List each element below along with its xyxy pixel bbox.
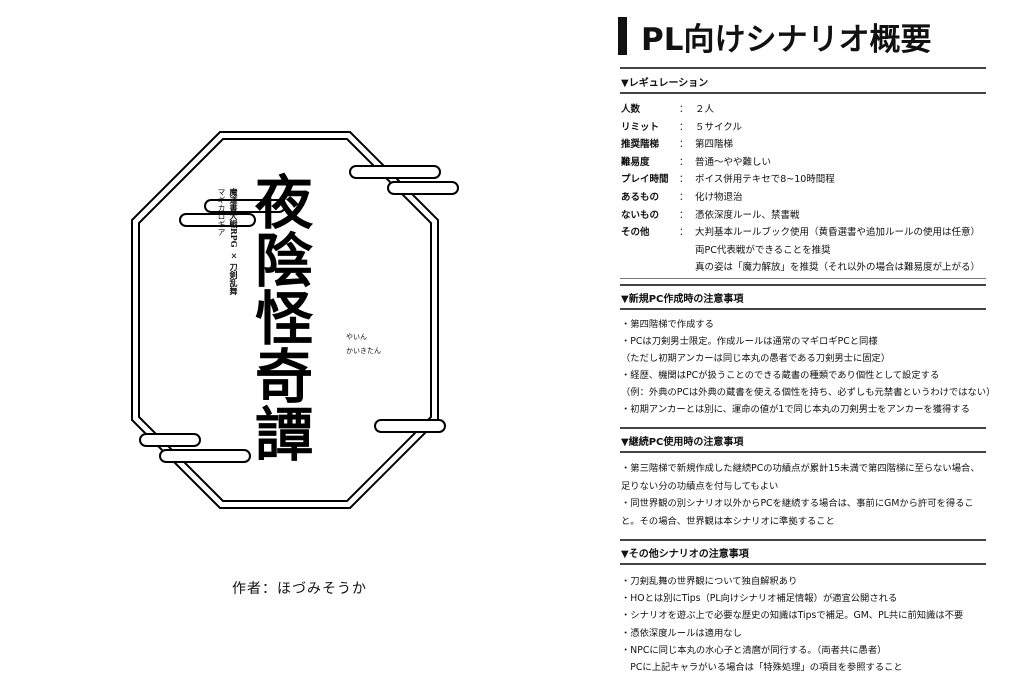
- row-key: あるもの: [621, 192, 660, 203]
- divider: [620, 451, 986, 453]
- row-value: ボイス併用テキセで8~10時間程: [695, 174, 835, 186]
- cover-subtitle-kana: マギカロギア: [217, 188, 226, 236]
- divider: [620, 67, 986, 69]
- row-key: [621, 242, 679, 256]
- section-heading-new-pc: ▼新規PC作成時の注意事項: [621, 294, 744, 305]
- row-key: ないもの: [621, 209, 660, 221]
- row-key: その他: [621, 227, 650, 239]
- row-value: 第四階梯: [695, 139, 734, 151]
- divider: [620, 92, 986, 94]
- row-separator: ：: [679, 209, 689, 221]
- list-item: ・HOとは別にTips（PL向けシナリオ補足情報）が適宜公開される: [621, 593, 898, 605]
- row-separator: [679, 259, 695, 273]
- list-item: ・PCは刀剣男士限定。作成ルールは通常のマギロギPCと同様: [621, 336, 878, 347]
- list-item: （ただし初期アンカーは同じ本丸の愚者である刀剣男士に固定）: [621, 353, 891, 364]
- list-item: と。その場合、世界観は本シナリオに準拠すること: [621, 515, 835, 527]
- row-value: 真の姿は「魔力解放」を推奨（それ以外の場合は難易度が上がる）: [695, 262, 981, 274]
- row-value: ２人: [695, 104, 715, 115]
- list-item: ・経歴、機関はPCが扱うことのできる蔵書の種類であり個性として設定する: [621, 370, 940, 381]
- cover-title: 夜陰怪奇譚: [245, 172, 313, 462]
- regulation-row: 真の姿は「魔力解放」を推奨（それ以外の場合は難易度が上がる）: [621, 259, 980, 273]
- list-item: ・初期アンカーとは別に、運命の値が1で同じ本丸の刀剣男士をアンカーを獲得する: [621, 404, 970, 415]
- row-separator: ：: [679, 121, 689, 133]
- list-item: ・刀剣乱舞の世界観について独自解釈あり: [621, 576, 798, 587]
- divider: [620, 539, 986, 541]
- regulation-row: リミット ： ５サイクル: [621, 119, 742, 133]
- regulation-row: 推奨階梯 ： 第四階梯: [621, 136, 733, 150]
- row-key: プレイ時間: [621, 174, 669, 186]
- regulation-row: ないもの ： 憑依深度ルール、禁書戦: [621, 207, 800, 221]
- row-separator: ：: [679, 104, 689, 115]
- list-item: ・憑依深度ルールは適用なし: [621, 627, 742, 639]
- section-heading-continuing-pc: ▼継続PC使用時の注意事項: [621, 437, 744, 448]
- row-separator: ：: [679, 192, 689, 203]
- list-item: ・第四階梯で作成する: [621, 319, 714, 330]
- row-key: 難易度: [621, 156, 650, 168]
- list-item: （例：外典のPCは外典の蔵書を使える個性を持ち、必ずしも元禁書というわけではない…: [621, 387, 996, 398]
- regulation-row: プレイ時間 ： ボイス併用テキセで8~10時間程: [621, 171, 835, 185]
- regulation-row: 人数 ： ２人: [621, 101, 714, 115]
- list-item: ・NPCに同じ本丸の水心子と清麿が同行する。（両者共に愚者）: [621, 644, 887, 656]
- row-key: リミット: [621, 121, 660, 133]
- row-separator: ：: [679, 174, 689, 186]
- title-bar: [618, 17, 627, 55]
- divider: [620, 308, 986, 310]
- cover-ruby-1: やいん: [346, 333, 367, 341]
- row-value: 普通～やや難しい: [695, 156, 772, 168]
- regulation-row: その他 ： 大判基本ルールブック使用（黄昏選書や追加ルールの使用は任意）: [621, 224, 980, 238]
- row-value: 化け物退治: [695, 192, 743, 203]
- regulation-row: 難易度 ： 普通～やや難しい: [621, 154, 771, 168]
- divider: [620, 284, 986, 286]
- list-item: ・シナリオを遊ぶ上で必要な歴史の知識はTipsで補足。GM、PL共に前知識は不要: [621, 610, 964, 622]
- author: 作者：ほづみそうか: [232, 581, 367, 597]
- cover-octagon-frame: [131, 131, 459, 509]
- cover-subtitle: 魔道書大戦RPG × 刀剣乱舞: [229, 188, 239, 296]
- row-value: 大判基本ルールブック使用（黄昏選書や追加ルールの使用は任意）: [695, 227, 981, 239]
- regulation-row: 両PC代表戦ができることを推奨: [621, 242, 831, 256]
- row-key: 推奨階梯: [621, 139, 660, 151]
- divider: [620, 563, 986, 565]
- cover-ruby-2: かいきたん: [346, 347, 381, 355]
- divider: [620, 278, 986, 279]
- regulation-row: あるもの ： 化け物退治: [621, 189, 743, 203]
- row-separator: ：: [679, 156, 689, 168]
- row-separator: ：: [679, 227, 689, 239]
- list-item: PCに上記キャラがいる場合は「特殊処理」の項目を参照すること: [621, 662, 903, 673]
- row-value: ５サイクル: [695, 121, 743, 133]
- row-separator: [679, 242, 695, 256]
- row-separator: ：: [679, 139, 689, 151]
- row-value: 憑依深度ルール、禁書戦: [695, 209, 800, 221]
- page-title-text: PL向けシナリオ概要: [641, 21, 932, 58]
- row-key: [621, 259, 679, 273]
- section-heading-regulation: ▼レギュレーション: [621, 78, 709, 89]
- page-title: PL向けシナリオ概要: [618, 14, 931, 58]
- list-item: 足りない分の功績点を付与してもよい: [621, 480, 779, 492]
- row-key: 人数: [621, 104, 641, 115]
- row-value: 両PC代表戦ができることを推奨: [695, 244, 831, 256]
- list-item: ・第三階梯で新規作成した継続PCの功績点が累計15未満で第四階梯に至らない場合、: [621, 463, 980, 474]
- list-item: ・同世界観の別シナリオ以外からPCを継続する場合は、事前にGMから許可を得るこ: [621, 498, 974, 509]
- divider: [620, 427, 986, 429]
- section-heading-other: ▼その他シナリオの注意事項: [621, 549, 749, 560]
